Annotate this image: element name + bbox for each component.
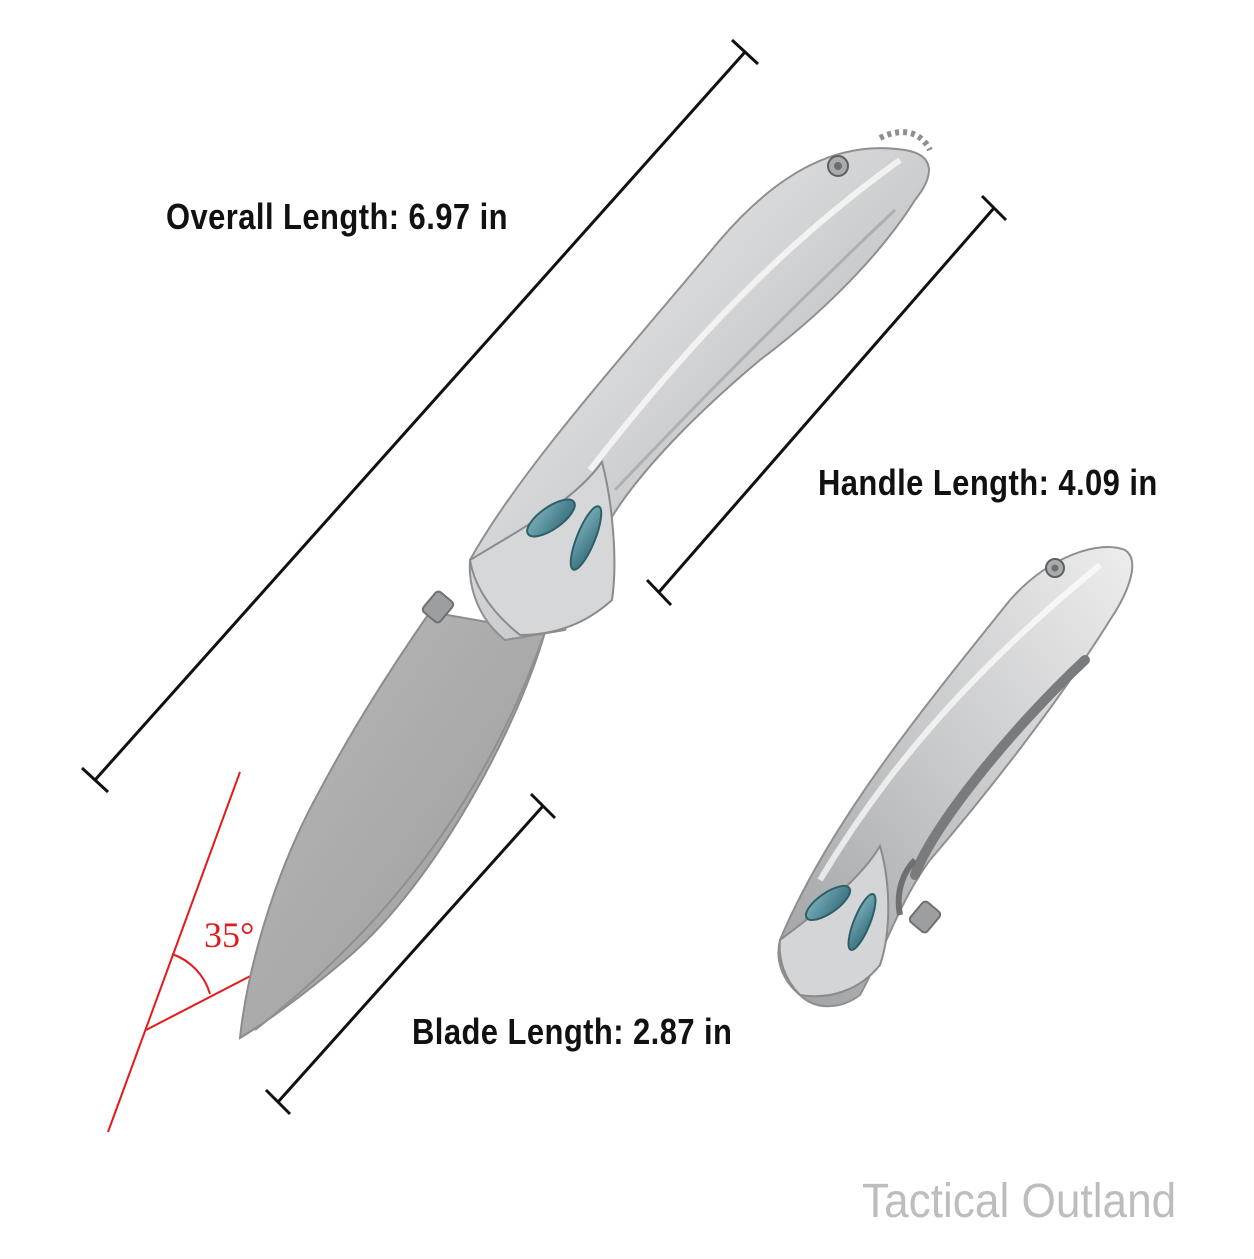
blade-length-dimension (264, 792, 557, 1116)
blade-length-label: Blade Length: 2.87 in (412, 1011, 733, 1052)
overall-length-dimension (80, 38, 760, 794)
thumb-stud (421, 590, 455, 624)
edge-angle-indicator (107, 771, 263, 1133)
handle-length-dimension (645, 194, 1008, 607)
open-knife (238, 129, 933, 1040)
closed-inlay-right (847, 893, 877, 951)
handle-length-label: Handle Length: 4.09 in (818, 462, 1158, 503)
closed-inlay-left (804, 884, 852, 922)
brand-watermark: Tactical Outland (862, 1175, 1177, 1228)
inlay-right (569, 505, 603, 571)
closed-knife (777, 546, 1134, 1008)
blade (238, 610, 547, 1040)
pocket-clip (910, 655, 1090, 880)
edge-angle-label: 35° (204, 915, 255, 955)
inlay-left (526, 498, 576, 538)
overall-length-label: Overall Length: 6.97 in (166, 196, 508, 237)
